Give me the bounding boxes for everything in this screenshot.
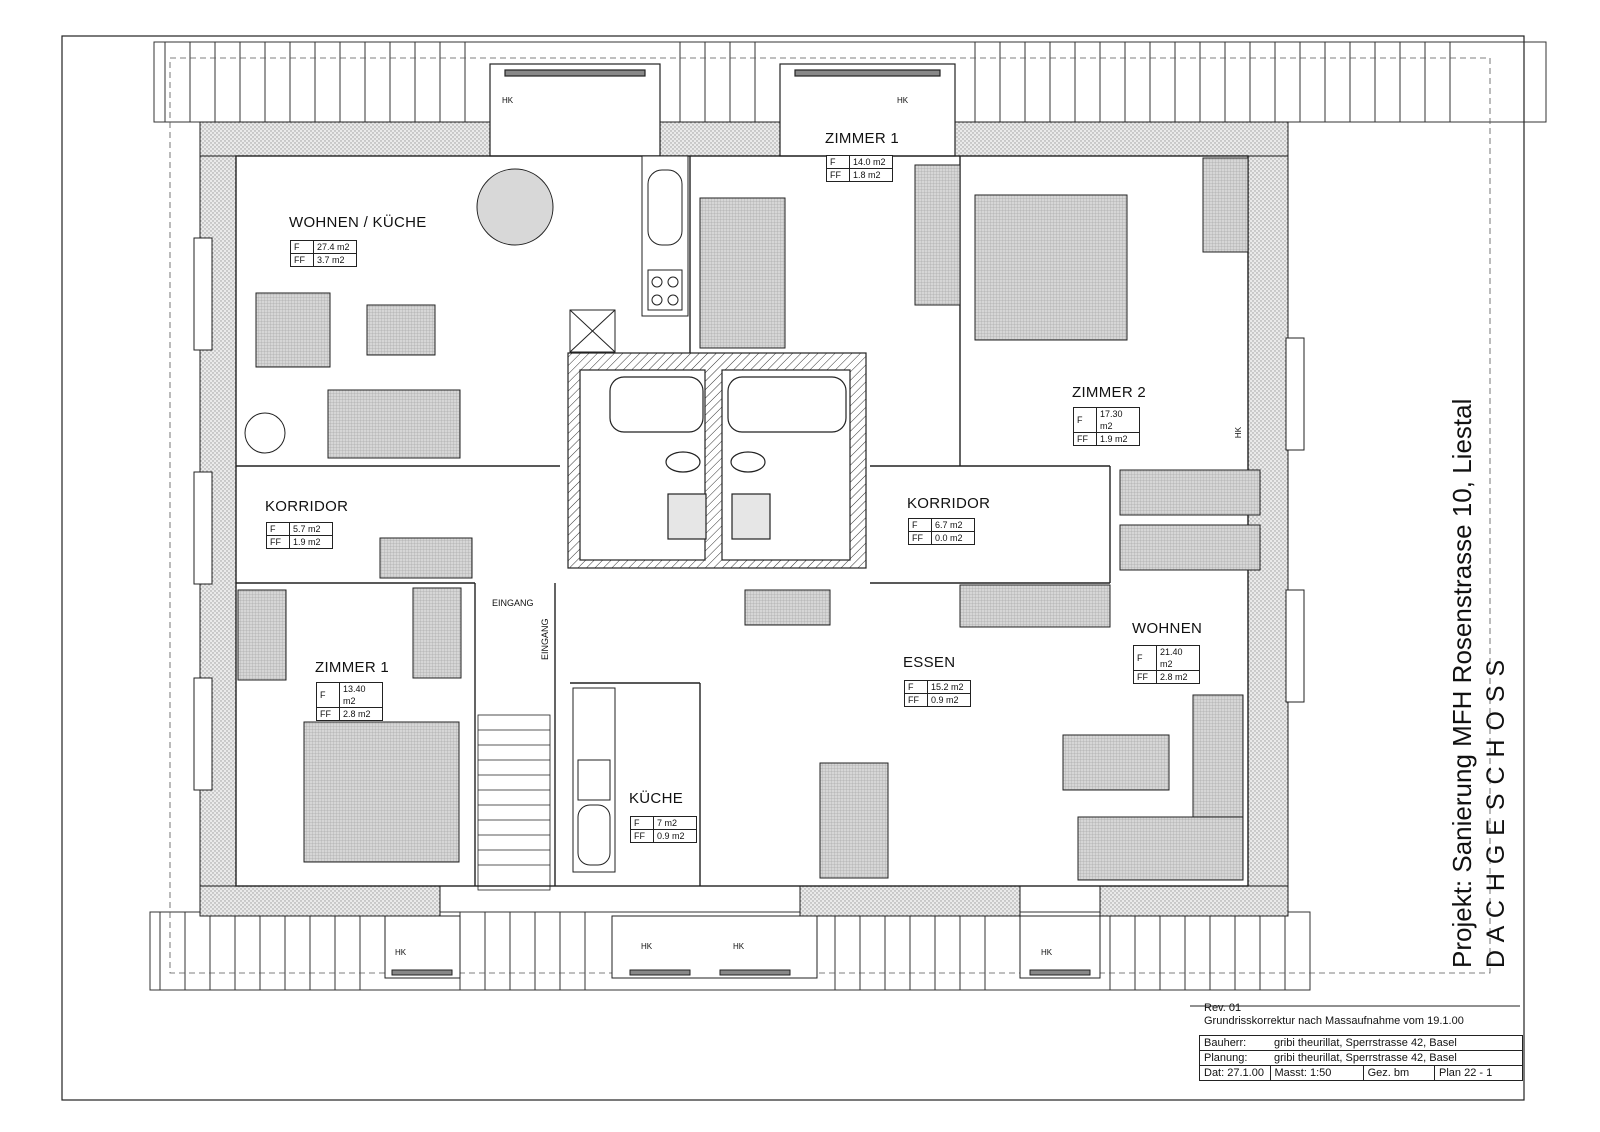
sheet-border — [61, 35, 1525, 1101]
staircase — [477, 714, 551, 891]
room-label-zimmer1-bottom: ZIMMER 1 — [315, 659, 390, 676]
project-title: Projekt: Sanierung MFH Rosenstrasse 10, … — [1447, 398, 1477, 968]
furniture-zimmer2 — [974, 157, 1261, 571]
title-block-table: Bauherr: gribi theurillat, Sperrstrasse … — [1199, 1035, 1523, 1081]
roof-rafters-top — [153, 41, 1547, 123]
windows-right — [1285, 337, 1305, 703]
entrance-label: EINGANG — [540, 618, 550, 660]
furniture-wohnen-kueche — [244, 168, 554, 459]
room-label-wohnen: WOHNEN — [1132, 620, 1203, 637]
heater-label: HK — [733, 942, 745, 951]
room-label-zimmer2: ZIMMER 2 — [1072, 384, 1147, 401]
entrance-label: EINGANG — [492, 598, 534, 608]
revision-description: Grundrisskorrektur nach Massaufnahme vom… — [1204, 1015, 1464, 1027]
planung-key: Planung: — [1199, 1050, 1270, 1066]
room-label-essen: ESSEN — [903, 654, 956, 671]
room-label-wohnen-kueche: WOHNEN / KÜCHE — [289, 214, 427, 231]
kitchen-top-fixtures — [569, 155, 689, 353]
kitchen-bottom-fixtures — [572, 687, 616, 873]
room-label-zimmer1-top: ZIMMER 1 — [825, 130, 900, 147]
heater-label: HK — [897, 96, 909, 105]
room-label-korridor-left: KORRIDOR — [265, 498, 349, 515]
drawn-cell: Gez. bm — [1362, 1065, 1436, 1081]
room-label-kueche: KÜCHE — [629, 790, 684, 807]
roof-outline-dashed — [169, 57, 1491, 974]
heater-label: HK — [1234, 426, 1244, 439]
bauherr-value: gribi theurillat, Sperrstrasse 42, Basel — [1270, 1035, 1523, 1051]
heater-label: HK — [502, 96, 514, 105]
scale-cell: Masst: 1:50 — [1269, 1065, 1364, 1081]
korridor-wardrobe — [379, 537, 473, 579]
furniture-zimmer1-bottom — [237, 587, 462, 863]
heater-label: HK — [1041, 948, 1053, 957]
furniture-essen-wohnen — [744, 584, 1244, 881]
furniture-zimmer1-top — [699, 164, 961, 349]
heater-label: HK — [641, 942, 653, 951]
planung-value: gribi theurillat, Sperrstrasse 42, Basel — [1270, 1050, 1523, 1066]
floor-title: D A C H G E S C H O S S — [1482, 658, 1510, 968]
dormer-top-center — [779, 63, 956, 157]
heater-label: HK — [395, 948, 407, 957]
bauherr-key: Bauherr: — [1199, 1035, 1270, 1051]
room-label-korridor-right: KORRIDOR — [907, 495, 991, 512]
dormer-top-left — [489, 63, 661, 157]
bathrooms — [567, 352, 867, 569]
plan-number-cell: Plan 22 - 1 — [1434, 1065, 1523, 1081]
revision-note: Rev. 01 — [1204, 1002, 1242, 1014]
windows-left — [193, 237, 213, 791]
date-cell: Dat: 27.1.00 — [1199, 1065, 1271, 1081]
dormers-bottom — [384, 915, 1101, 979]
